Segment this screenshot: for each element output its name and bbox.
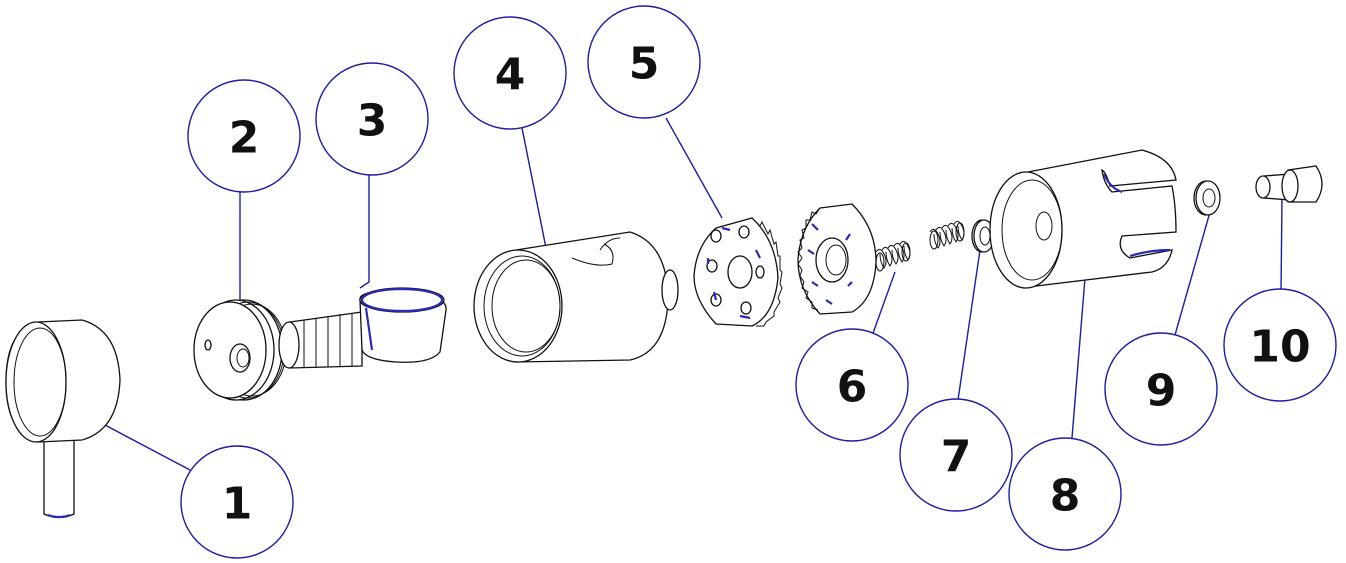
part-9-small-washer (1193, 180, 1221, 216)
callout-7: 7 (899, 398, 1013, 512)
callout-1: 1 (180, 445, 294, 559)
leader-9 (1174, 211, 1211, 336)
callout-10: 10 (1223, 288, 1337, 402)
part-2-flange-disc (193, 299, 287, 401)
leader-1 (104, 424, 191, 471)
leader-3 (359, 175, 370, 289)
callout-label: 9 (1146, 366, 1177, 417)
part-6-coil-spring (875, 220, 965, 272)
leader-6 (871, 271, 896, 337)
part-1-lever-handle (5, 319, 121, 519)
part-10-cap-screw (1255, 165, 1323, 203)
callout-label: 5 (629, 39, 660, 90)
callout-label: 8 (1050, 471, 1081, 522)
callout-6: 6 (795, 328, 909, 442)
callout-3: 3 (315, 62, 429, 176)
leader-7 (957, 249, 981, 401)
leader-4 (521, 127, 547, 249)
leader-8 (1071, 277, 1086, 439)
leader-5 (665, 117, 723, 219)
leader-lines (104, 117, 1283, 471)
part-8-slotted-sleeve (989, 149, 1177, 289)
callout-label: 2 (229, 113, 260, 164)
part-3-banjo-fitting (278, 287, 447, 369)
part-5b-gear-ring (797, 203, 877, 315)
leader-10 (1280, 197, 1283, 293)
callout-label: 3 (357, 96, 388, 147)
callout-4: 4 (453, 16, 567, 130)
callout-9: 9 (1104, 332, 1218, 446)
callout-label: 7 (941, 432, 972, 483)
part-5a-ratchet-plate (693, 217, 783, 327)
callout-label: 6 (837, 362, 868, 413)
callout-label: 10 (1249, 322, 1310, 373)
callout-5: 5 (587, 5, 701, 119)
callout-2: 2 (187, 79, 301, 193)
callout-8: 8 (1008, 437, 1122, 551)
callout-label: 4 (495, 50, 526, 101)
part-4-cylinder-housing (473, 231, 679, 363)
callout-label: 1 (222, 479, 253, 530)
